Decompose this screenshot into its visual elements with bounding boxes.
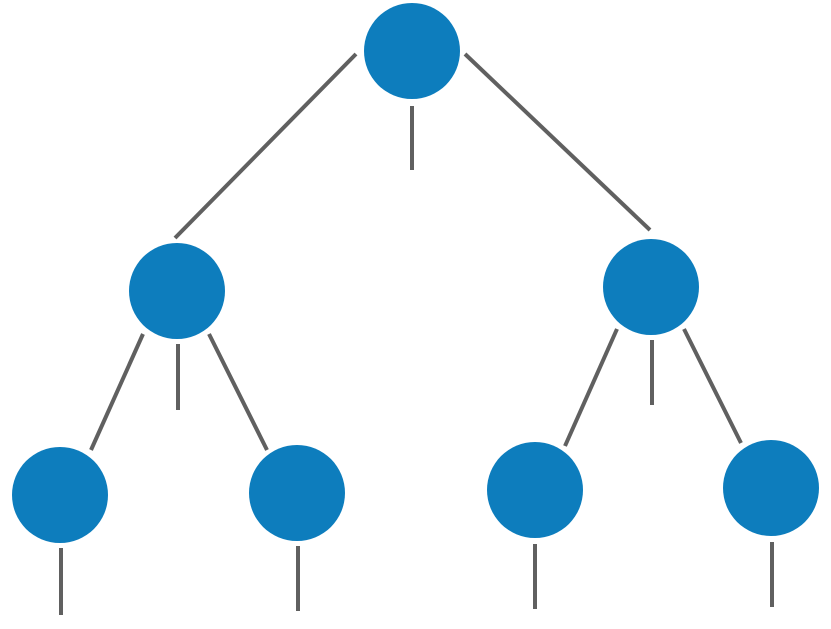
edge-right-child-to-right-left-leaf — [563, 328, 619, 447]
edge-left-child-to-left-right-leaf — [207, 333, 269, 451]
stubs-layer — [59, 106, 774, 615]
edge-root-to-right-child — [463, 52, 652, 232]
node-left-right-leaf — [249, 445, 345, 541]
edge-right-child-to-right-right-leaf — [682, 328, 743, 444]
edge-root-to-left-child — [173, 52, 358, 240]
node-left-left-leaf — [12, 447, 108, 543]
edge-left-child-to-left-left-leaf — [89, 333, 145, 451]
node-right-child — [603, 239, 699, 335]
nodes-layer — [12, 3, 819, 543]
node-right-left-leaf — [487, 442, 583, 538]
edges-layer — [89, 52, 743, 451]
node-root — [364, 3, 460, 99]
node-left-child — [129, 243, 225, 339]
node-right-right-leaf — [723, 440, 819, 536]
